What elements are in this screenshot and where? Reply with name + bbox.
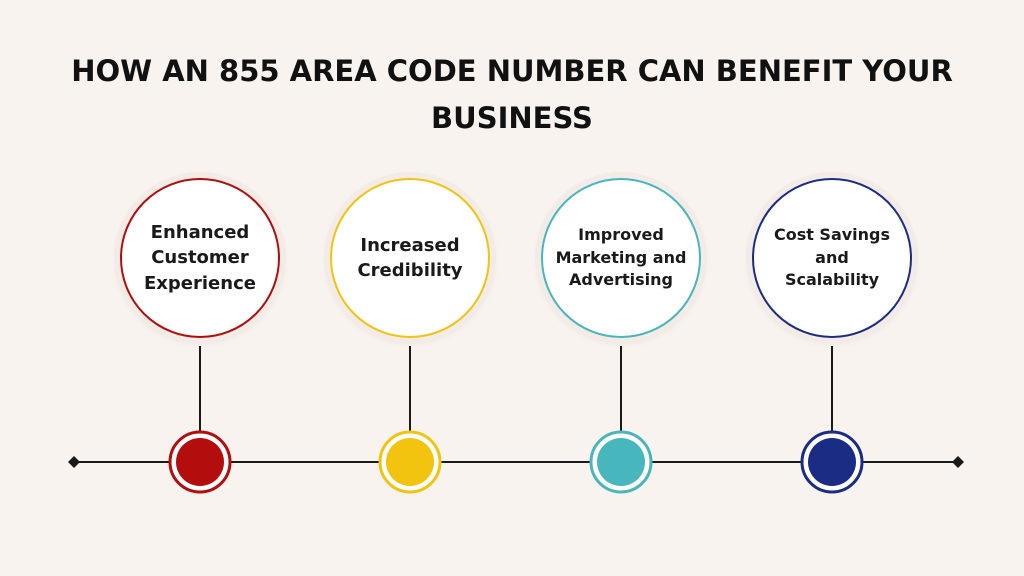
benefit-circle-3: Improved Marketing and Advertising bbox=[541, 178, 701, 338]
benefit-label-2: Increased Credibility bbox=[357, 234, 463, 281]
timeline-node-3 bbox=[589, 346, 653, 494]
benefit-label-4: Cost Savings and Scalability bbox=[773, 225, 891, 290]
benefit-label-3: Improved Marketing and Advertising bbox=[555, 225, 687, 290]
node-dot-2 bbox=[386, 438, 434, 486]
benefit-label-1: Enhanced Customer Experience bbox=[144, 222, 256, 294]
page-title: HOW AN 855 AREA CODE NUMBER CAN BENEFIT … bbox=[71, 54, 953, 135]
timeline-node-2 bbox=[378, 346, 442, 494]
node-dot-3 bbox=[597, 438, 645, 486]
timeline-end-marker bbox=[952, 456, 964, 468]
benefit-circle-4: Cost Savings and Scalability bbox=[752, 178, 912, 338]
timeline-node-1 bbox=[168, 346, 232, 494]
benefit-circle-2: Increased Credibility bbox=[330, 178, 490, 338]
benefit-circle-1: Enhanced Customer Experience bbox=[120, 178, 280, 338]
node-dot-4 bbox=[808, 438, 856, 486]
timeline-node-4 bbox=[800, 346, 864, 494]
timeline-start-marker bbox=[68, 456, 80, 468]
node-dot-1 bbox=[176, 438, 224, 486]
